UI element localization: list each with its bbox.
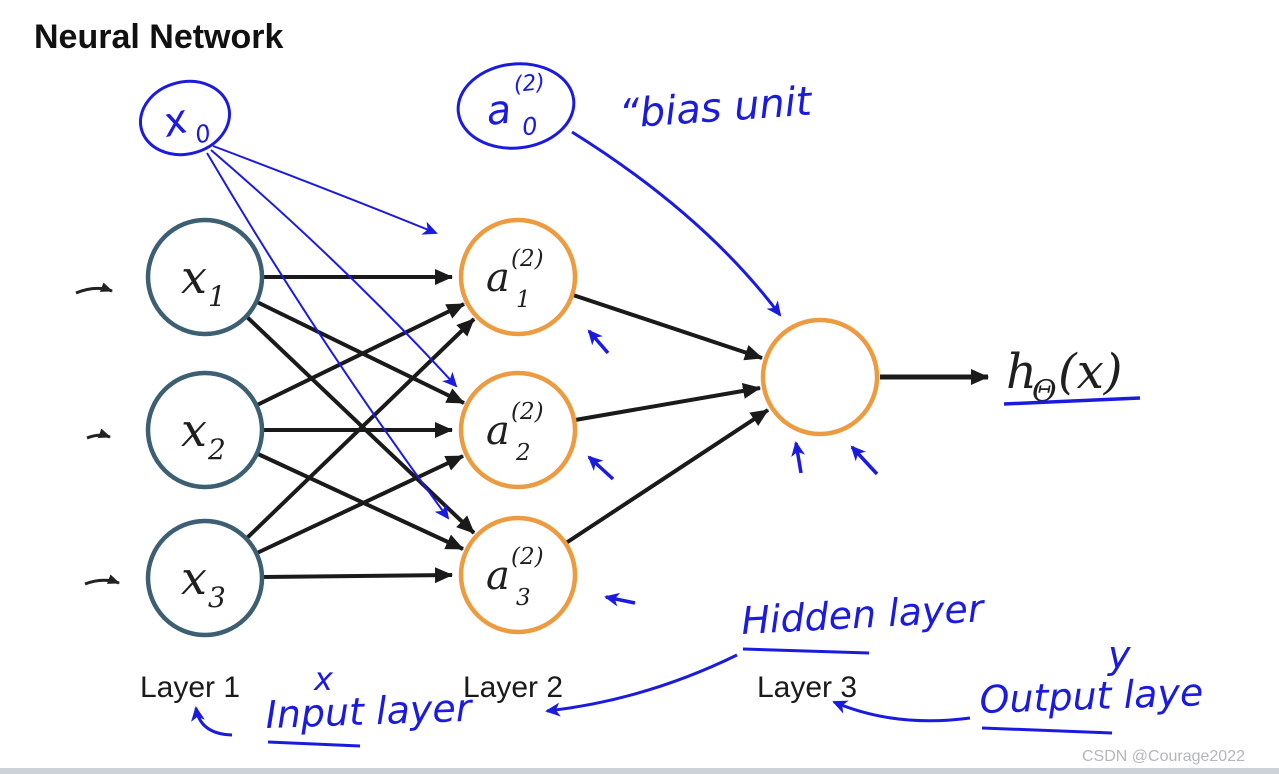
blue-check-arrows <box>587 329 879 607</box>
check-arrow-a1 <box>587 329 610 355</box>
hidden-node-a3-label: a <box>486 553 510 599</box>
edge-x1-a3 <box>245 315 476 535</box>
hidden-node-a2-label: a <box>486 408 510 454</box>
entry-arrow-x2 <box>86 428 111 440</box>
entry-arrow-x3 <box>84 574 120 586</box>
input-entry-arrows <box>75 282 120 586</box>
handwritten-layer-annotations: x Hidden layer Input layer y Output laye <box>191 586 1204 748</box>
input-layer-arrow <box>191 706 233 737</box>
hypothesis-label-args: (x) <box>1058 344 1123 400</box>
edge-x3-a2 <box>256 454 464 555</box>
hidden-layer-arrow <box>545 653 738 717</box>
bias-a0-sup: (2) <box>513 70 547 98</box>
input-node-x2-sub: 2 <box>207 433 226 466</box>
page-title: Neural Network <box>34 18 283 56</box>
hidden-node-a3-sup: (2) <box>511 544 544 570</box>
hidden-node-a1-sub: 1 <box>516 287 531 313</box>
edge-a2-out <box>574 383 761 422</box>
edge-x2-a3 <box>257 452 464 551</box>
output-layer-arrow <box>832 700 971 723</box>
edge-x3-a3 <box>262 567 453 584</box>
connections-input-hidden <box>245 269 476 584</box>
hidden-layer-label: Hidden layer <box>740 586 987 643</box>
bias-x0-label: x <box>156 96 192 147</box>
input-layer-label: Input layer <box>265 686 475 737</box>
hidden-node-a3 <box>458 515 578 635</box>
hidden-node-a2 <box>458 370 578 490</box>
entry-arrow-x1 <box>75 282 113 295</box>
bias-x0-arrows <box>206 145 458 520</box>
bias-x0-arrow-a1 <box>212 145 438 235</box>
output-node <box>760 317 880 437</box>
hypothesis-label-h: h <box>1006 344 1037 400</box>
check-arrow-out-right <box>850 445 879 476</box>
check-arrow-a2 <box>587 455 615 481</box>
check-arrow-out-left <box>791 441 806 474</box>
bias-x0-arrow-a2 <box>210 149 458 388</box>
edge-x2-a1 <box>256 302 465 407</box>
bias-x0-sub: 0 <box>192 119 214 150</box>
edge-a1-out <box>572 293 763 361</box>
hidden-node-a1-sup: (2) <box>511 246 544 272</box>
connections-hidden-output <box>564 293 770 545</box>
edge-x3-a1 <box>245 317 476 540</box>
input-layer-underline <box>267 740 361 748</box>
bias-a0-label: a <box>484 87 513 135</box>
bias-unit-label: “bias unit <box>617 79 814 138</box>
hidden-node-a1 <box>458 217 578 337</box>
edge-a3-out <box>564 408 770 545</box>
bias-x0-arrow-a3 <box>206 152 450 520</box>
output-layer-label: Output laye <box>979 670 1204 722</box>
input-node-x1-label: x <box>181 250 207 304</box>
bias-node-a0: a (2) 0 <box>456 62 576 150</box>
layer3-output: h Θ (x) <box>760 317 1141 437</box>
x-mark: x <box>313 660 334 698</box>
input-node-x3-label: x <box>181 551 207 605</box>
output-layer-underline <box>981 726 1113 735</box>
layer2-label: Layer 2 <box>463 671 563 704</box>
watermark: CSDN @Courage2022 <box>1082 748 1245 765</box>
bias-x0-circle <box>138 79 232 157</box>
hidden-node-a2-sup: (2) <box>511 399 544 425</box>
layer1-input-nodes: x 1 x 2 x 3 <box>145 217 265 638</box>
input-node-x3 <box>145 518 265 638</box>
layer1-label: Layer 1 <box>140 671 240 704</box>
bias-a0-sub: 0 <box>521 112 539 141</box>
hypothesis-underline <box>1003 396 1141 406</box>
bias-a0-circle <box>456 62 576 150</box>
hidden-node-a3-sub: 3 <box>516 585 531 611</box>
layer3-label: Layer 3 <box>757 671 857 704</box>
input-node-x2 <box>145 370 265 490</box>
input-node-x3-sub: 3 <box>208 581 226 614</box>
check-arrow-a3 <box>604 592 636 607</box>
hidden-node-a1-label: a <box>486 255 510 301</box>
input-node-x2-label: x <box>181 403 207 457</box>
footer-bar <box>0 768 1279 774</box>
hidden-layer-underline <box>742 647 870 655</box>
hidden-node-a2-sub: 2 <box>515 440 531 466</box>
y-mark: y <box>1107 633 1131 677</box>
layer-labels: Layer 1 Layer 2 Layer 3 <box>140 671 857 704</box>
input-node-x1 <box>145 217 265 337</box>
layer2-hidden-nodes: a (2) 1 a (2) 2 a (2) 3 <box>458 217 578 635</box>
input-node-x1-sub: 1 <box>208 280 226 313</box>
bias-a0-arrow-output <box>571 130 782 317</box>
